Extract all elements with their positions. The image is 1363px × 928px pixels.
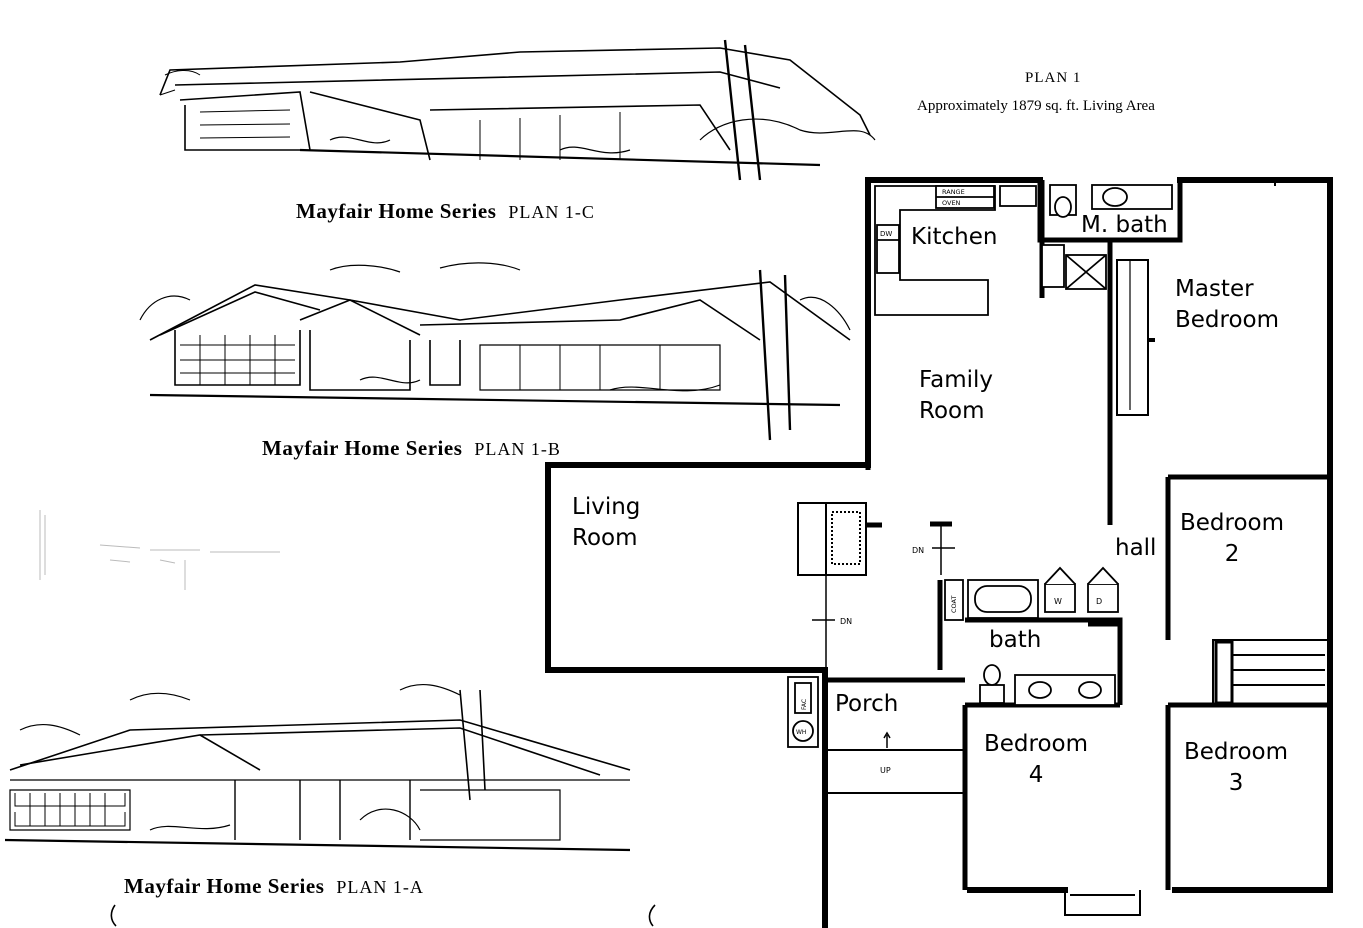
label-washer: W	[1054, 597, 1062, 606]
exterior-walls	[545, 177, 1333, 928]
direction-arrows	[812, 521, 955, 748]
label-wh: WH	[796, 729, 806, 736]
kitchen-counters	[874, 185, 1037, 316]
caption-plan-1b: Mayfair Home Series PLAN 1-B	[262, 436, 561, 461]
room-bath: bath	[989, 627, 1042, 653]
room-master-bedroom: Master Bedroom	[1175, 274, 1279, 336]
label-up: UP	[880, 766, 891, 775]
room-bedroom-4: Bedroom 4	[984, 729, 1088, 791]
faint-scribble	[39, 510, 280, 590]
label-coat: COAT	[950, 596, 958, 613]
room-bedroom-3-line2: 3	[1228, 770, 1244, 796]
room-master-bedroom-line1: Master	[1175, 276, 1254, 302]
caption-plan-1a: Mayfair Home Series PLAN 1-A	[124, 874, 424, 899]
hall-bath-fixtures	[944, 566, 1119, 706]
label-range: RANGE	[942, 188, 965, 196]
house-sketch-plan-1c	[159, 39, 876, 181]
room-bedroom-2: Bedroom 2	[1180, 508, 1284, 570]
utility-closet	[787, 676, 819, 748]
room-family-room-line2: Room	[919, 398, 985, 424]
room-living-room-line2: Room	[572, 525, 638, 551]
caption-plan-1c: Mayfair Home Series PLAN 1-C	[296, 199, 595, 224]
house-sketch-plan-1a	[4, 684, 656, 927]
room-family-room: Family Room	[919, 365, 993, 427]
caption-series: Mayfair Home Series	[296, 199, 497, 223]
room-living-room: Living Room	[572, 492, 640, 554]
room-bedroom-4-line1: Bedroom	[984, 731, 1089, 757]
room-porch: Porch	[835, 691, 899, 717]
label-dn-living: DN	[840, 617, 852, 626]
caption-series: Mayfair Home Series	[124, 874, 325, 898]
fireplace	[797, 502, 882, 670]
house-sketch-plan-1b	[139, 262, 851, 441]
label-dw: DW	[880, 230, 892, 238]
caption-plan: PLAN 1-B	[474, 439, 561, 459]
room-bedroom-4-line2: 4	[1028, 762, 1044, 788]
room-bedroom-3: Bedroom 3	[1184, 737, 1288, 799]
room-family-room-line1: Family	[919, 367, 994, 393]
thin-lines	[825, 180, 1331, 916]
label-fac: FAC	[801, 699, 808, 710]
room-kitchen: Kitchen	[911, 224, 998, 250]
master-bath-fixtures	[1041, 184, 1173, 290]
label-dryer: D	[1096, 597, 1102, 606]
label-oven: OVEN	[942, 199, 961, 207]
room-living-room-line1: Living	[572, 494, 641, 520]
room-master-bedroom-line2: Bedroom	[1175, 307, 1280, 333]
room-bedroom-2-line2: 2	[1224, 541, 1240, 567]
floor-plan-title: PLAN 1	[1025, 70, 1082, 86]
room-master-bath: M. bath	[1081, 212, 1168, 238]
room-bedroom-3-line1: Bedroom	[1184, 739, 1289, 765]
room-hall: hall	[1115, 535, 1157, 561]
caption-series: Mayfair Home Series	[262, 436, 463, 460]
caption-plan: PLAN 1-A	[336, 877, 424, 897]
room-bedroom-2-line1: Bedroom	[1180, 510, 1285, 536]
caption-plan: PLAN 1-C	[508, 202, 595, 222]
label-dn-stairs: DN	[912, 546, 924, 555]
floor-plan-subtitle: Approximately 1879 sq. ft. Living Area	[917, 98, 1155, 114]
